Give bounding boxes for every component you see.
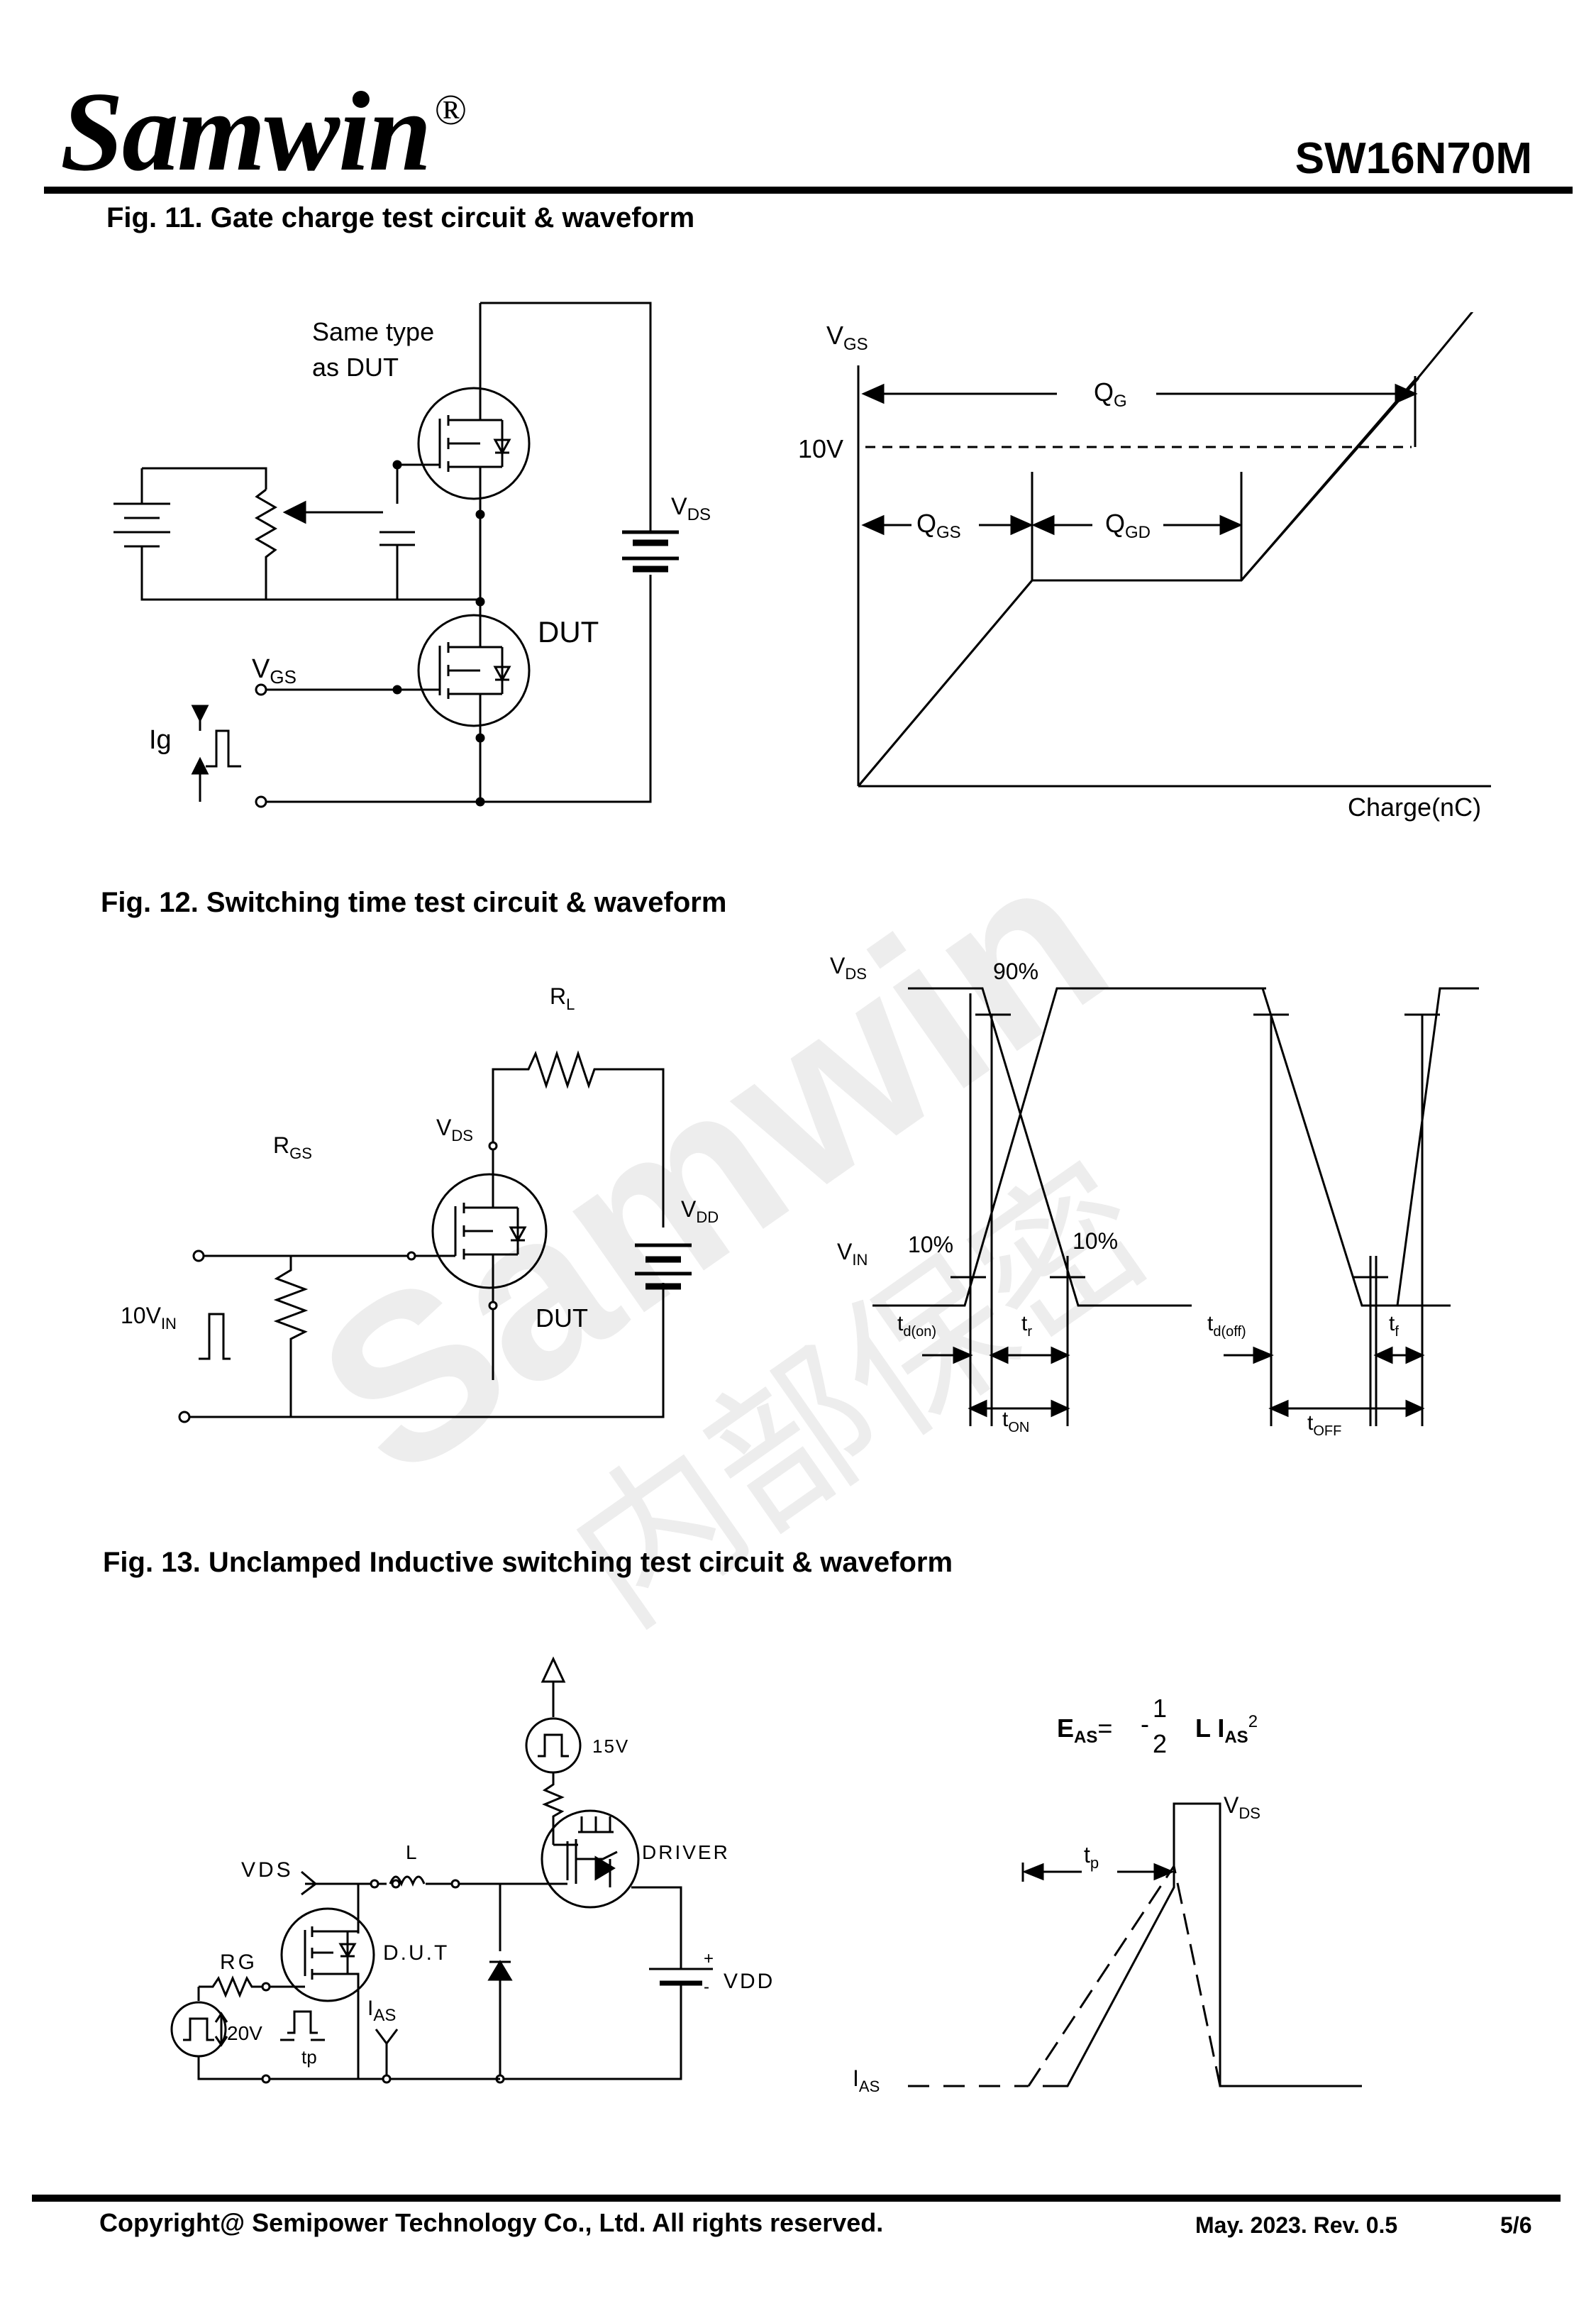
fig13-waveform: EAS= - 1 2 L IAS2 VDS IAS tp [853, 1694, 1362, 2095]
l-label: L [406, 1841, 417, 1863]
fig12-vds-label: VDS [436, 1115, 473, 1144]
brand-logo: Samwin® [60, 75, 467, 188]
vds-avalanche-curve [1043, 1802, 1362, 2087]
fig13-title: Fig. 13. Unclamped Inductive switching t… [103, 1547, 953, 1578]
gate-pulse-source-symbol [525, 1717, 582, 1774]
brand-name: Samwin [60, 68, 432, 194]
vds-label-13w: VDS [1224, 1792, 1260, 1822]
eas-denominator: 2 [1153, 1729, 1167, 1758]
v15-label: 15V [592, 1736, 629, 1757]
rg-label: RG [220, 1951, 257, 1974]
ten-percent-label-a: 10% [908, 1232, 953, 1257]
same-type-label-2: as DUT [312, 353, 399, 382]
eas-label: EAS= [1057, 1714, 1112, 1747]
qg-label: QG [1094, 377, 1127, 411]
rl-label: RL [550, 983, 575, 1013]
vds-battery-symbol [622, 530, 679, 573]
vin-source-label: 10VIN [121, 1303, 177, 1333]
part-number: SW16N70M [1295, 134, 1532, 183]
same-type-label-1: Same type [312, 317, 434, 346]
pulse-source-symbol-13 [170, 2001, 227, 2058]
vin-curve [872, 987, 1451, 1307]
eas-minus: - [1141, 1709, 1149, 1738]
charge-axis-label: Charge(nC) [1348, 793, 1481, 822]
ninety-percent-label: 90% [993, 959, 1038, 984]
tf-label: tf [1389, 1312, 1399, 1340]
copyright-text: Copyright@ Semipower Technology Co., Ltd… [99, 2208, 884, 2237]
ias-label-13: IAS [367, 1997, 396, 2025]
fig11-title: Fig. 11. Gate charge test circuit & wave… [106, 202, 695, 233]
vds-rising-curve [1390, 987, 1479, 1307]
fig12-vds-axis-label: VDS [830, 953, 867, 983]
potentiometer-symbol [254, 488, 278, 600]
v20-label: 20V [227, 2022, 262, 2044]
tp-label-13: tp [301, 2046, 317, 2068]
footer-rule [32, 2195, 1561, 2202]
fig13-circuit: 15V DRIVER + - VDD L VDS D.U.T RG 20V tp… [170, 1656, 775, 2084]
ias-current-curve [1027, 1863, 1221, 2087]
fig12-waveform: VDS VIN 90% 10% 10% td(on) tr tON td(off… [830, 953, 1479, 1439]
vdd-plus: + [704, 1949, 714, 1968]
rgs-label: RGS [273, 1132, 312, 1162]
header-rule [44, 187, 1573, 194]
vds-falling-curve [908, 987, 1192, 1307]
ig-label: Ig [149, 725, 172, 755]
vdd-minus: - [704, 1977, 709, 1997]
ton-label: tON [1002, 1408, 1029, 1435]
fig11-vgs-label: VGS [252, 654, 297, 688]
fig12-vdd-label: VDD [681, 1196, 719, 1226]
supply-arrow-icon [541, 1656, 566, 1683]
vds-label-13: VDS [241, 1858, 294, 1882]
ten-percent-label-b: 10% [1073, 1228, 1118, 1254]
fig12-vin-axis-label: VIN [837, 1239, 868, 1269]
fig11-vgs-axis-label: VGS [826, 321, 868, 354]
ias-axis-label: IAS [853, 2065, 880, 2095]
dut-mosfet-symbol [417, 614, 531, 727]
page-number: 5/6 [1500, 2212, 1532, 2238]
fig12-mosfet-symbol [431, 1173, 548, 1289]
rgs-resistor-symbol [273, 1256, 309, 1417]
eas-li-label: L IAS2 [1195, 1712, 1258, 1747]
fig11-vds-label: VDS [671, 493, 711, 524]
input-pulse-symbol [199, 1313, 231, 1360]
tr-label: tr [1021, 1312, 1032, 1340]
rg-resistor-symbol [199, 1975, 305, 1998]
fig11-waveform: VGS 10V QG QGS QGD Charge(nC) [798, 312, 1491, 822]
inductor-symbol [389, 1875, 426, 1887]
qgd-label: QGD [1105, 509, 1151, 542]
driver-label: DRIVER [642, 1841, 730, 1863]
tdon-label: td(on) [897, 1312, 936, 1340]
fig12-title: Fig. 12. Switching time test circuit & w… [101, 887, 727, 918]
tdoff-label: td(off) [1207, 1312, 1246, 1340]
date-revision: May. 2023. Rev. 0.5 [1195, 2212, 1398, 2238]
toff-label: tOFF [1307, 1411, 1341, 1439]
fig12-dut-label: DUT [536, 1303, 588, 1333]
ten-volt-label: 10V [798, 434, 843, 463]
eas-numerator: 1 [1153, 1694, 1167, 1723]
upper-mosfet-symbol [417, 387, 531, 500]
fig11-circuit: VDS Same type as DUT DUT VGS Ig [113, 302, 711, 808]
dut-mosfet-symbol-13 [280, 1907, 375, 2002]
fig12-circuit: RL VDD VDS DUT RGS 10VIN [121, 983, 719, 1423]
dut-label-13: D.U.T [383, 1941, 449, 1965]
tp-label-13w: tp [1084, 1842, 1099, 1872]
qgs-label: QGS [916, 509, 961, 542]
bias-battery-symbol [113, 502, 170, 548]
rl-resistor-symbol [492, 1050, 665, 1228]
vdd-battery-symbol [635, 1243, 692, 1290]
vdd-label-13: VDD [724, 1970, 775, 1993]
gate-charge-curve [857, 379, 1417, 787]
registered-mark: ® [434, 87, 467, 133]
driver-mosfet-symbol [541, 1809, 640, 1909]
fig11-dut-label: DUT [538, 615, 599, 649]
